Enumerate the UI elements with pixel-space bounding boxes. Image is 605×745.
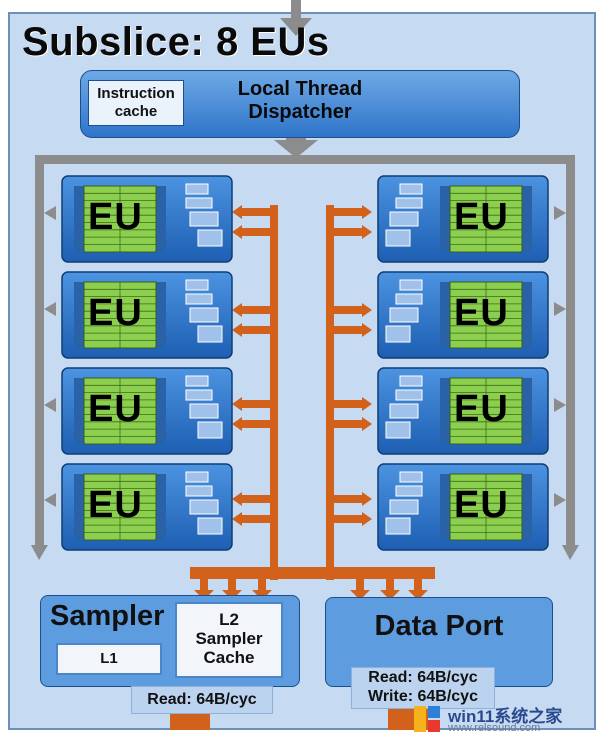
sampler-read-bandwidth: Read: 64B/cyc bbox=[131, 686, 273, 714]
data-port-read-bandwidth: Read: 64B/cyc bbox=[368, 669, 478, 686]
eu-block-5 bbox=[377, 175, 549, 263]
local-thread-dispatcher-label: Local Thread Dispatcher bbox=[237, 78, 363, 123]
l1-cache-box: L1 bbox=[56, 643, 162, 675]
eu-blocks bbox=[61, 175, 549, 551]
watermark-text: win11系统之家 bbox=[448, 707, 563, 726]
eu-interconnect-bus bbox=[190, 205, 435, 600]
eu-label-1: EU bbox=[88, 196, 143, 238]
sampler-label: Sampler bbox=[50, 600, 165, 632]
eu-label-5: EU bbox=[454, 196, 509, 238]
watermark-logo-icon bbox=[414, 706, 440, 732]
l2-line-2: Sampler bbox=[195, 629, 263, 648]
watermark-url: www.relsound.com bbox=[448, 722, 541, 734]
eu-label-2: EU bbox=[88, 292, 143, 334]
data-port-write-bandwidth: Write: 64B/cyc bbox=[368, 688, 478, 705]
eu-block-1 bbox=[61, 175, 233, 263]
watermark: win11系统之家 www.relsound.com bbox=[412, 700, 600, 740]
instruction-cache-box: Instruction cache bbox=[88, 80, 184, 126]
data-port-label: Data Port bbox=[374, 610, 504, 642]
data-port-bandwidth: Read: 64B/cyc Write: 64B/cyc bbox=[351, 667, 495, 709]
eu-block-8 bbox=[377, 463, 549, 551]
l2-sampler-cache-box: L2 Sampler Cache bbox=[175, 602, 283, 678]
dispatch-bus bbox=[31, 155, 579, 560]
dispatch-output-arrow bbox=[274, 132, 318, 158]
l2-line-3: Cache bbox=[203, 648, 255, 667]
eu-block-6 bbox=[377, 271, 549, 359]
eu-label-6: EU bbox=[454, 292, 509, 334]
eu-label-7: EU bbox=[454, 388, 509, 430]
page-title: Subslice: 8 EUs bbox=[22, 20, 330, 64]
eu-label-3: EU bbox=[88, 388, 143, 430]
eu-block-2 bbox=[61, 271, 233, 359]
eu-label-8: EU bbox=[454, 484, 509, 526]
eu-label-4: EU bbox=[88, 484, 143, 526]
eu-block-4 bbox=[61, 463, 233, 551]
l2-line-1: L2 bbox=[219, 610, 239, 629]
eu-block-3 bbox=[61, 367, 233, 455]
dispatch-input-arrow bbox=[280, 0, 312, 36]
eu-block-7 bbox=[377, 367, 549, 455]
